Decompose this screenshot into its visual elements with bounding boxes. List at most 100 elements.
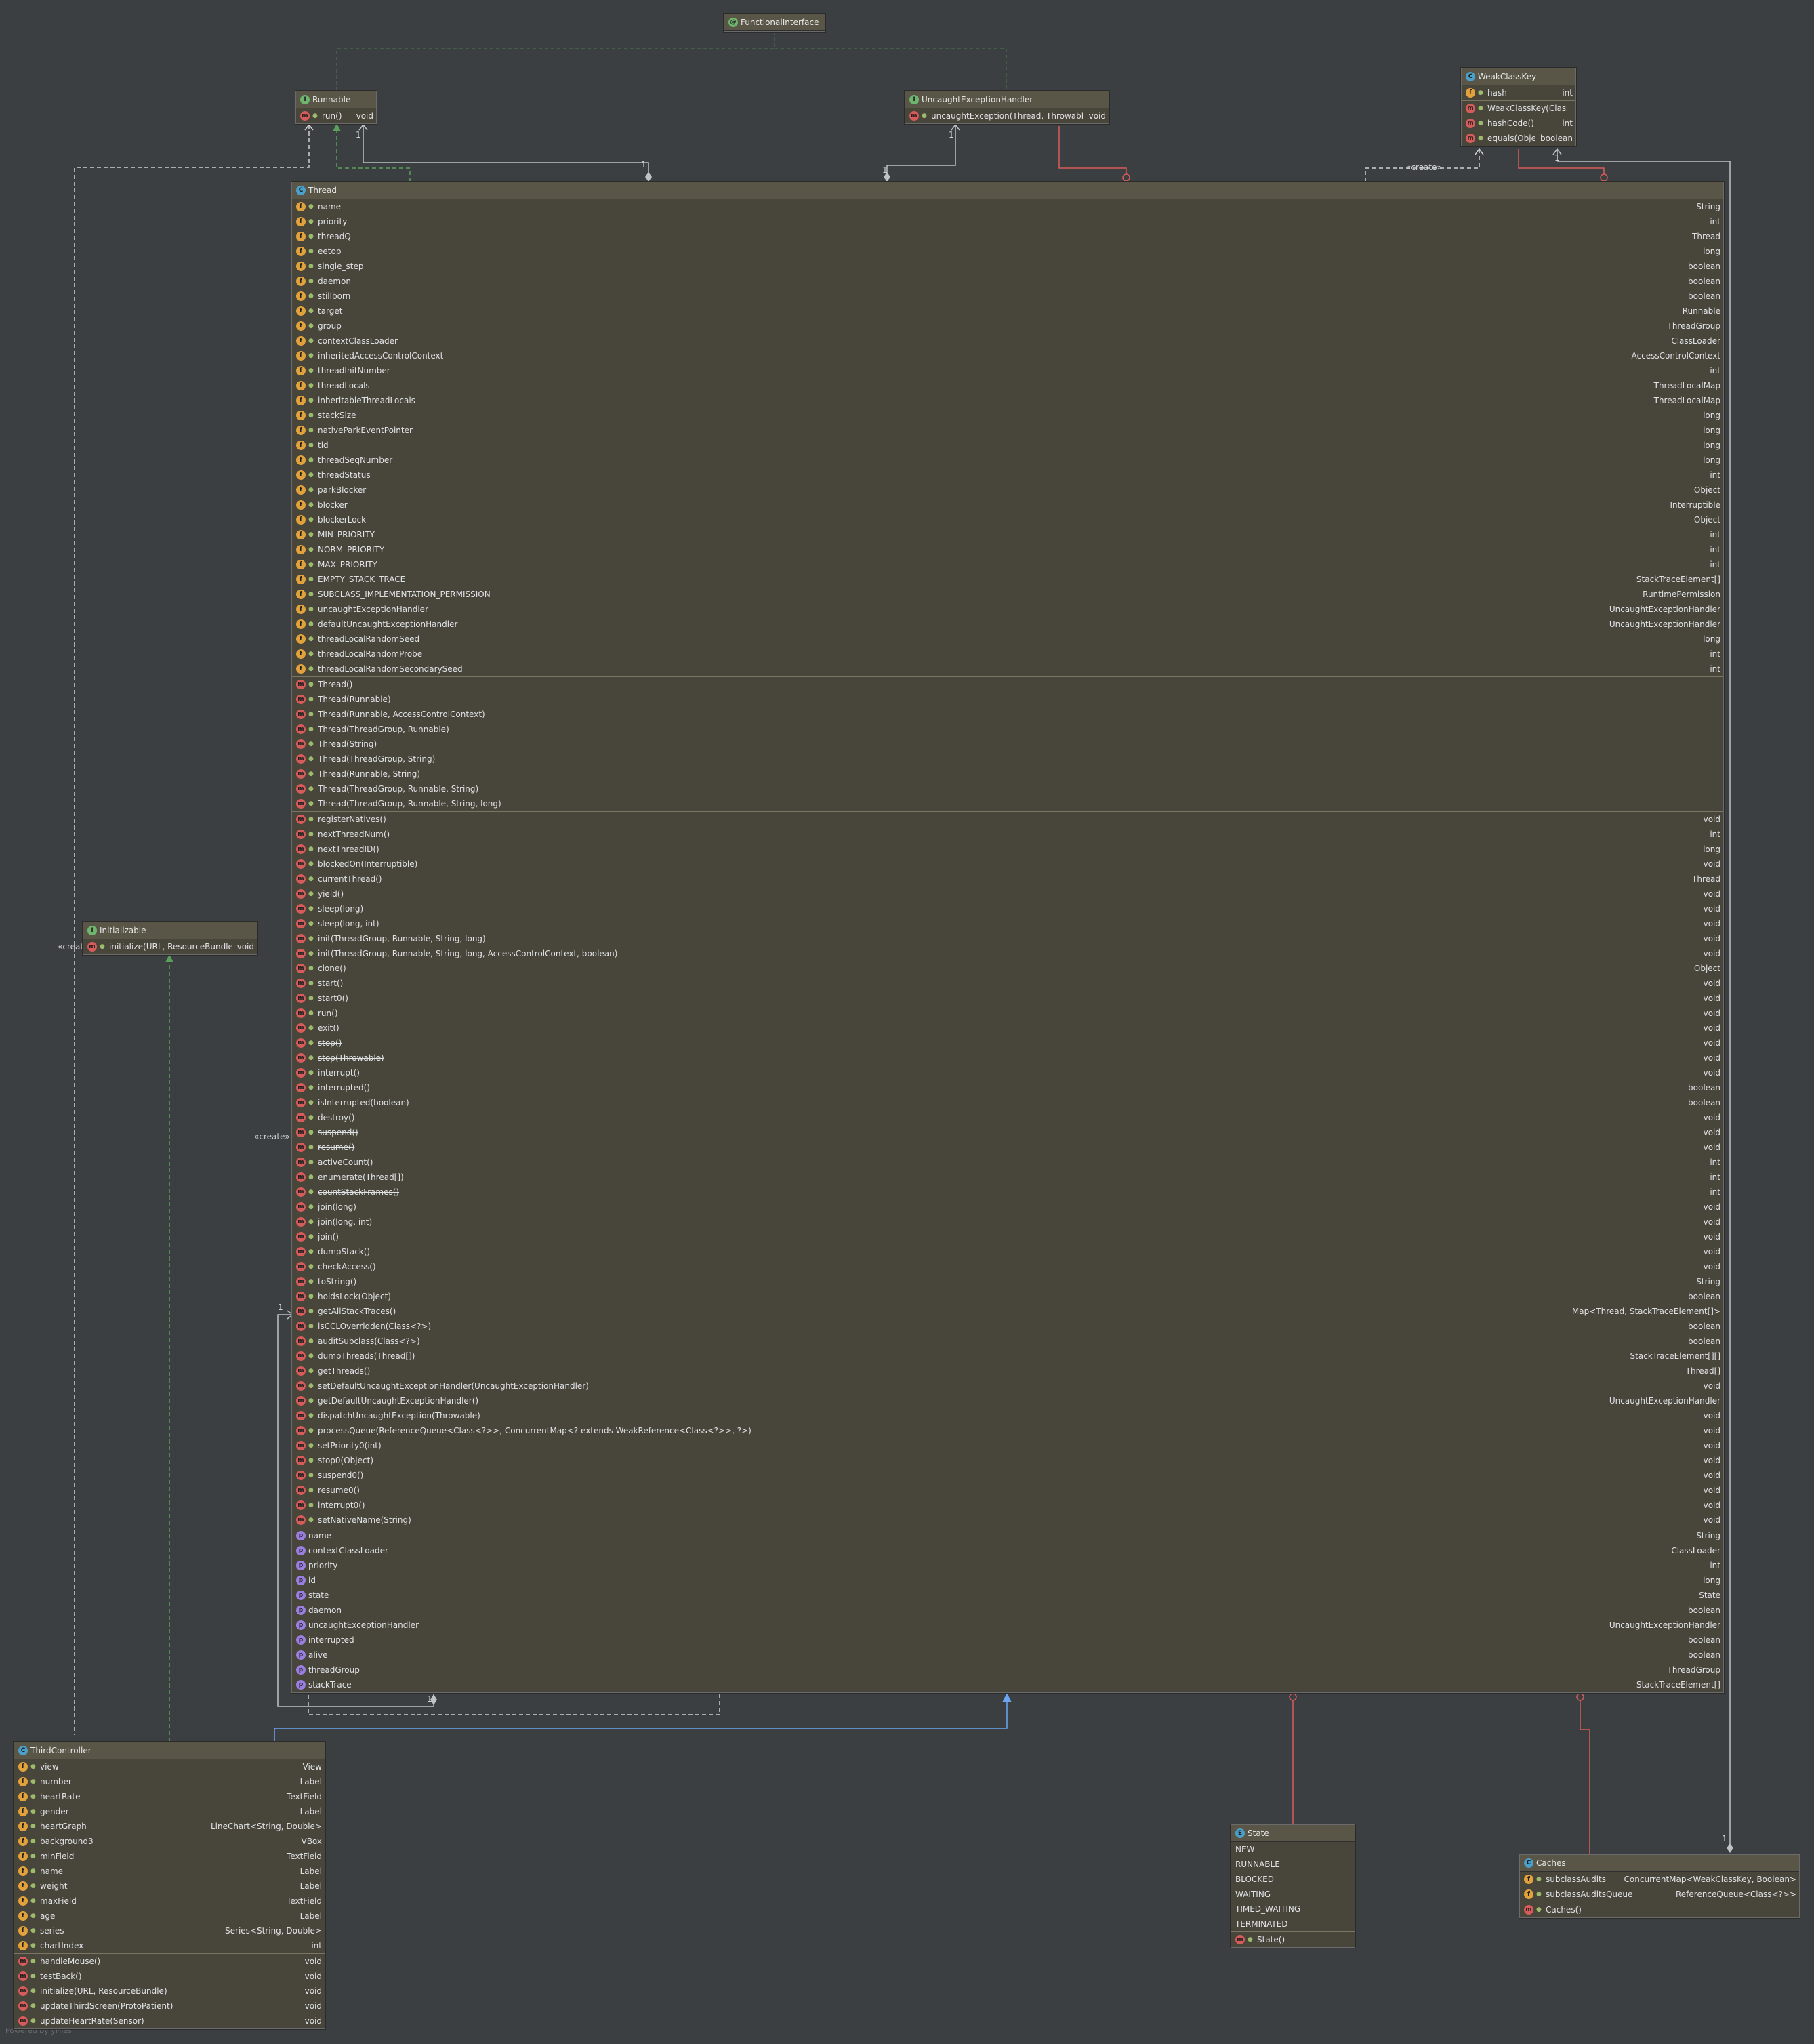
method-row[interactable]: m●WeakClassKey(Class<?>, [1462, 101, 1575, 116]
method-row[interactable]: m●destroy()void [292, 1110, 1723, 1125]
method-row[interactable]: m●blockedOn(Interruptible)void [292, 857, 1723, 872]
enum-constant[interactable]: RUNNABLE [1231, 1857, 1355, 1872]
method-row[interactable]: m●getDefaultUncaughtExceptionHandler()Un… [292, 1393, 1723, 1408]
method-row[interactable]: m●dumpStack()void [292, 1244, 1723, 1259]
method-row[interactable]: m●nextThreadNum()int [292, 827, 1723, 842]
method-row[interactable]: m●isInterrupted(boolean)boolean [292, 1095, 1723, 1110]
method-row[interactable]: m●join()void [292, 1229, 1723, 1244]
method-row[interactable]: m●nextThreadID()long [292, 842, 1723, 857]
method-row[interactable]: m●equals(Object)boolean [1462, 131, 1575, 146]
method-row[interactable]: m●holdsLock(Object)boolean [292, 1289, 1723, 1304]
method-row[interactable]: m●Thread(ThreadGroup, Runnable, String, … [292, 796, 1723, 811]
enum-constant[interactable]: NEW [1231, 1842, 1355, 1857]
method-row[interactable]: m●init(ThreadGroup, Runnable, String, lo… [292, 931, 1723, 946]
method-row[interactable]: m●setDefaultUncaughtExceptionHandler(Unc… [292, 1378, 1723, 1393]
method-row[interactable]: m●activeCount()int [292, 1155, 1723, 1170]
method-row[interactable]: m●enumerate(Thread[])int [292, 1170, 1723, 1185]
method-row[interactable]: m●yield()void [292, 886, 1723, 901]
enum-constant[interactable]: BLOCKED [1231, 1872, 1355, 1887]
method-row[interactable]: m●updateHeartRate(Sensor)void [14, 2014, 325, 2028]
method-row[interactable]: m●Thread(Runnable) [292, 692, 1723, 707]
method-row[interactable]: m●handleMouse()void [14, 1954, 325, 1969]
method-row[interactable]: m●clone()Object [292, 961, 1723, 976]
method-row[interactable]: m●hashCode()int [1462, 116, 1575, 131]
method-row[interactable]: m●Thread(Runnable, String) [292, 766, 1723, 781]
method-row[interactable]: m●init(ThreadGroup, Runnable, String, lo… [292, 946, 1723, 961]
method-row[interactable]: m●start()void [292, 976, 1723, 991]
method-row[interactable]: m●currentThread()Thread [292, 872, 1723, 886]
method-row[interactable]: m●Caches() [1520, 1902, 1799, 1917]
method-row[interactable]: m●getAllStackTraces()Map<Thread, StackTr… [292, 1304, 1723, 1319]
method-row[interactable]: m●isCCLOverridden(Class<?>)boolean [292, 1319, 1723, 1334]
method-row[interactable]: m●Thread(ThreadGroup, String) [292, 752, 1723, 766]
method-row[interactable]: m●uncaughtException(Thread, Throwable)vo… [905, 108, 1109, 123]
method-row[interactable]: m●countStackFrames()int [292, 1185, 1723, 1200]
method-row[interactable]: m●setNativeName(String)void [292, 1513, 1723, 1528]
method-row[interactable]: m●join(long, int)void [292, 1214, 1723, 1229]
method-row[interactable]: m●registerNatives()void [292, 812, 1723, 827]
method-row[interactable]: m●interrupt0()void [292, 1498, 1723, 1513]
method-row[interactable]: m●run()void [292, 1006, 1723, 1021]
method-row[interactable]: m●suspend0()void [292, 1468, 1723, 1483]
method-row[interactable]: m●dispatchUncaughtException(Throwable)vo… [292, 1408, 1723, 1423]
method-row[interactable]: m●setPriority0(int)void [292, 1438, 1723, 1453]
method-row[interactable]: m●resume0()void [292, 1483, 1723, 1498]
method-row[interactable]: m●start0()void [292, 991, 1723, 1006]
method-row[interactable]: m●suspend()void [292, 1125, 1723, 1140]
method-row[interactable]: m●Thread(String) [292, 737, 1723, 752]
enum-constant[interactable]: WAITING [1231, 1887, 1355, 1902]
method-row[interactable]: m●sleep(long, int)void [292, 916, 1723, 931]
method-row[interactable]: m●testBack()void [14, 1969, 325, 1984]
method-row[interactable]: m●toString()String [292, 1274, 1723, 1289]
method-row[interactable]: m●auditSubclass(Class<?>)boolean [292, 1334, 1723, 1349]
method-row[interactable]: m●Thread(ThreadGroup, Runnable, String) [292, 781, 1723, 796]
method-row[interactable]: m●stop0(Object)void [292, 1453, 1723, 1468]
method-row[interactable]: m●processQueue(ReferenceQueue<Class<?>>,… [292, 1423, 1723, 1438]
method-row[interactable]: m●join(long)void [292, 1200, 1723, 1214]
